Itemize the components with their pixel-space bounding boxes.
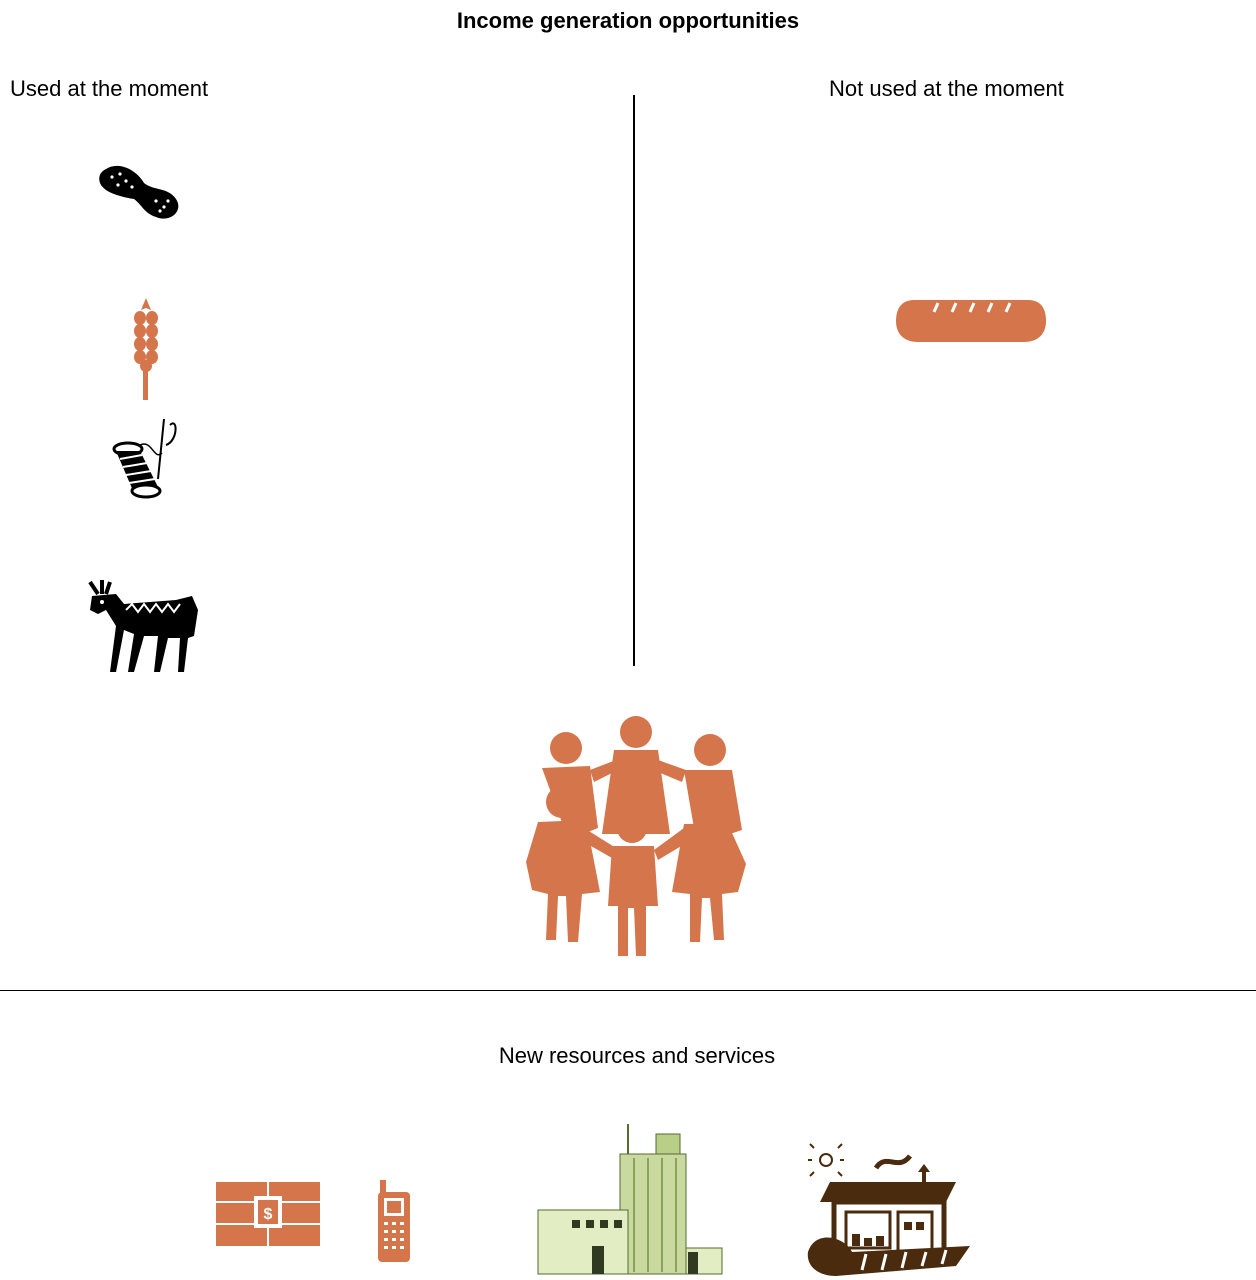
grain-factory-icon — [537, 1124, 723, 1275]
new-resources-heading: New resources and services — [498, 1043, 776, 1068]
peanut-icon — [99, 165, 179, 219]
wheat-icon — [134, 298, 158, 400]
people-group-icon — [526, 716, 746, 956]
thread-spool-icon — [112, 418, 177, 499]
not-used-heading: Not used at the moment — [829, 76, 1064, 101]
column-divider — [633, 95, 635, 666]
section-separator — [0, 990, 1256, 991]
bank-safe-icon: $ — [216, 1182, 320, 1246]
used-heading: Used at the moment — [10, 76, 209, 101]
mobile-phone-icon — [378, 1180, 410, 1262]
goat-icon — [88, 580, 198, 672]
market-shop-icon — [807, 1143, 970, 1276]
page-title: Income generation opportunities — [456, 8, 800, 33]
bread-loaf-icon — [896, 300, 1046, 342]
svg-text:$: $ — [264, 1206, 273, 1223]
